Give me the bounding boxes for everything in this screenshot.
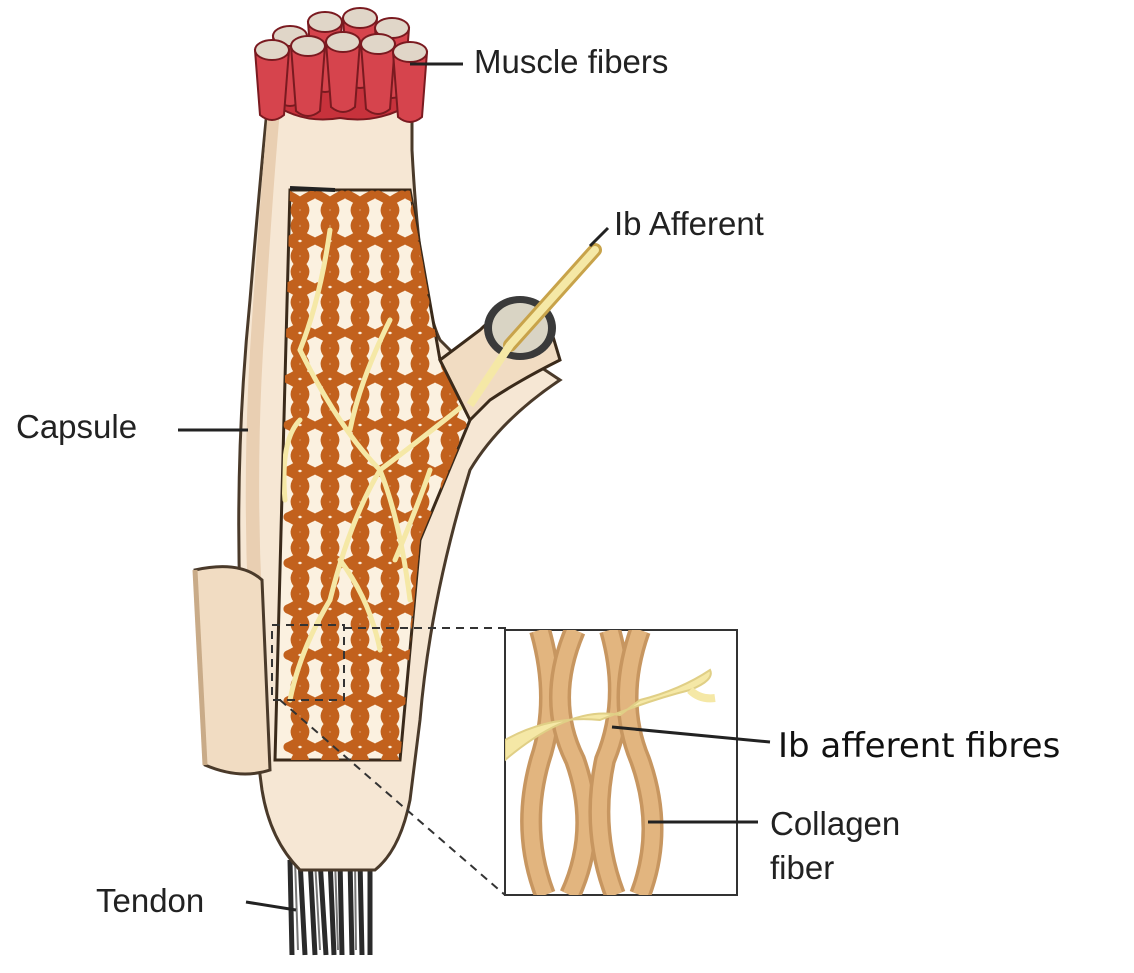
muscle-fiber-end (342, 7, 378, 29)
collagen-strand (283, 512, 317, 568)
collagen-strand (283, 328, 317, 384)
muscle-fiber (391, 51, 429, 123)
collagen-strand (313, 420, 347, 476)
leader-lines (178, 62, 771, 912)
collagen-strand (283, 236, 317, 292)
collagen-strand (433, 650, 467, 706)
collagen-strand (433, 650, 467, 706)
muscle-fiber (359, 43, 397, 115)
leader-tendon (245, 900, 297, 912)
collagen-strand (373, 650, 407, 706)
collagen-strand (343, 328, 377, 384)
muscle-fiber-bundle (253, 7, 429, 123)
collagen-strand (343, 236, 377, 292)
collagen-strand (313, 512, 347, 568)
collagen-strand (373, 558, 407, 614)
collagen-strand (283, 696, 317, 752)
collagen-strand (283, 604, 317, 660)
collagen-strand (433, 696, 467, 752)
ib-nerve-branches (281, 227, 470, 703)
collagen-strand (373, 742, 407, 760)
collagen-strand (313, 650, 347, 706)
collagen-strand (313, 282, 347, 338)
muscle-fiber-end (254, 39, 290, 61)
cutaway-window (273, 186, 472, 762)
label-ib-afferent: Ib Afferent (614, 205, 764, 242)
collagen-strand (283, 558, 317, 614)
collagen-strand (403, 282, 437, 338)
muscle-fiber-end (307, 11, 343, 33)
collagen-strand (433, 282, 467, 338)
muscle-fiber (253, 49, 291, 121)
collagen-strand (343, 650, 377, 706)
label-ib-afferent-fibres: Ib afferent fibres (778, 726, 1061, 766)
collagen-strand (373, 696, 407, 752)
label-muscle-fibers: Muscle fibers (474, 43, 669, 80)
collagen-strand (313, 236, 347, 292)
collagen-strand (343, 512, 377, 568)
label-capsule: Capsule (16, 408, 138, 445)
muscle-fiber (324, 41, 362, 113)
ib-afferent-nerve (438, 243, 602, 423)
collagen-strand (343, 190, 377, 246)
collagen-strand (373, 190, 407, 246)
collagen-strand (283, 742, 317, 760)
collagen-strand (403, 328, 437, 384)
collagen-strand (433, 190, 467, 246)
collagen-strand (343, 604, 377, 660)
muscle-fiber-end (360, 33, 396, 55)
collagen-strand (283, 190, 317, 246)
muscle-fiber-end (325, 31, 361, 53)
collagen-strand (433, 696, 467, 752)
collagen-strand (343, 742, 377, 760)
label-fiber: fiber (770, 849, 835, 886)
collagen-strand (433, 604, 467, 660)
tendon-strands (287, 859, 373, 956)
collagen-strand (373, 604, 407, 660)
collagen-strand (343, 558, 377, 614)
collagen-strand (433, 742, 467, 760)
collagen-strand (373, 328, 407, 384)
collagen-strand (313, 604, 347, 660)
collagen-strand (343, 696, 377, 752)
collagen-strand (313, 466, 347, 522)
leader-ibfibres (611, 725, 771, 744)
collagen-strand (373, 512, 407, 568)
leader-ib (588, 226, 610, 248)
magnify-source-box (271, 624, 345, 701)
collagen-strand (283, 282, 317, 338)
collagen-strand (433, 236, 467, 292)
muscle-fiber-end (392, 41, 428, 63)
collagen-strand (433, 742, 467, 760)
collagen-strand (373, 374, 407, 430)
magnified-inset (504, 629, 738, 896)
muscle-fiber (289, 45, 327, 117)
collagen-strand (433, 190, 467, 246)
collagen-strand (313, 696, 347, 752)
collagen-strand (313, 742, 347, 760)
collagen-strand (433, 604, 467, 660)
collagen-strand (343, 282, 377, 338)
collagen-strand (433, 420, 467, 476)
collagen-strand (283, 466, 317, 522)
collagen-strand (433, 236, 467, 292)
muscle-fiber-end (290, 35, 326, 57)
label-collagen: Collagen (770, 805, 901, 842)
collagen-strand (403, 374, 437, 430)
collagen-strand (313, 328, 347, 384)
collagen-strand (373, 236, 407, 292)
label-tendon: Tendon (96, 882, 205, 919)
collagen-strand (283, 420, 317, 476)
collagen-strand (403, 420, 437, 476)
collagen-strand (433, 282, 467, 338)
magnify-line-bottom (279, 699, 506, 896)
